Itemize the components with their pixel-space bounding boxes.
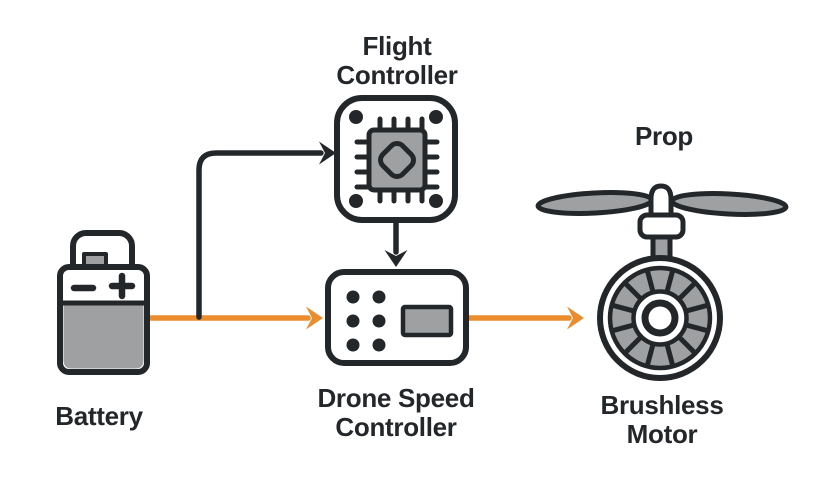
esc-screen — [400, 304, 454, 338]
brushless-motor-label-line2: Motor — [626, 419, 698, 449]
battery-label: Battery — [55, 401, 143, 431]
prop-nose-cone — [648, 183, 674, 222]
chip-core-diamond — [378, 141, 416, 179]
arrowhead — [384, 250, 408, 267]
battery-fill — [63, 303, 144, 369]
wire-battery-to-flight-controller — [196, 141, 336, 320]
battery-icon — [57, 230, 150, 375]
arrowhead — [567, 306, 584, 330]
motor-axle-hole — [641, 299, 679, 337]
flight-controller-label-line1: Flight — [362, 31, 432, 61]
prop-blade-right — [669, 191, 789, 217]
screw-hole — [349, 194, 363, 208]
speed-controller-label-line2: Controller — [335, 412, 457, 442]
propeller-icon — [535, 183, 789, 263]
wire-battery-to-speed-controller — [144, 306, 323, 330]
speed-controller-label: Drone Speed Controller — [317, 384, 474, 442]
speed-controller-label-line1: Drone Speed — [317, 383, 475, 413]
esc-pin-dots — [346, 290, 386, 352]
flight-controller-label-line2: Controller — [336, 60, 458, 90]
prop-label: Prop — [634, 121, 694, 151]
screw-hole — [349, 110, 363, 124]
flight-controller-chip-icon — [334, 95, 458, 223]
arrowhead — [319, 141, 336, 165]
speed-controller-icon — [325, 269, 469, 366]
wire-flight-controller-to-speed-controller — [384, 220, 408, 267]
screw-hole — [429, 194, 443, 208]
wire-speed-controller-to-motor — [463, 306, 584, 330]
brushless-motor-label: Brushless Motor — [600, 391, 723, 449]
motor-stator-segments — [611, 269, 709, 367]
screw-hole — [429, 110, 443, 124]
brushless-motor-icon — [597, 255, 723, 381]
arrowhead — [306, 306, 323, 330]
flight-controller-label: Flight Controller — [336, 31, 458, 90]
esc-box — [325, 269, 469, 366]
plus-terminal — [108, 272, 136, 300]
prop-blade-left — [535, 190, 655, 216]
brushless-motor-label-line1: Brushless — [600, 390, 724, 420]
prop-collar — [637, 212, 686, 240]
